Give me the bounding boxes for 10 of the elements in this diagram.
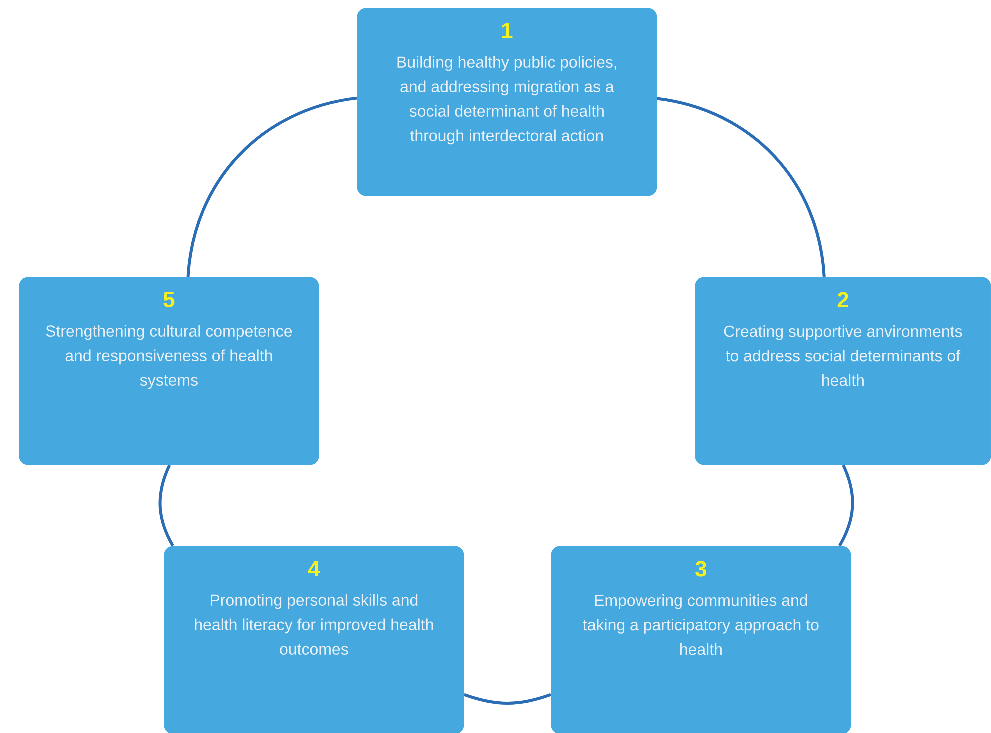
connector-arc	[186, 96, 358, 278]
process-box: 5 Strengthening cultural competence and responsiveness of health systems	[19, 277, 320, 466]
connector-arc	[838, 464, 854, 547]
process-box: 4 Promoting personal skills and health literacy for improved health outcomes	[164, 546, 464, 733]
process-box: 2 Creating supportive anvironments to address social determinants of health	[695, 277, 991, 466]
connector-arc	[657, 97, 826, 278]
process-box: 1 Building healthy public policies, and addressing migration as a social determinant of health through interdectoral action	[357, 8, 658, 196]
connector-arc	[464, 693, 552, 705]
connector-arc	[158, 464, 174, 547]
process-box: 3 Empowering communities and taking a participatory approach to health	[551, 546, 852, 733]
